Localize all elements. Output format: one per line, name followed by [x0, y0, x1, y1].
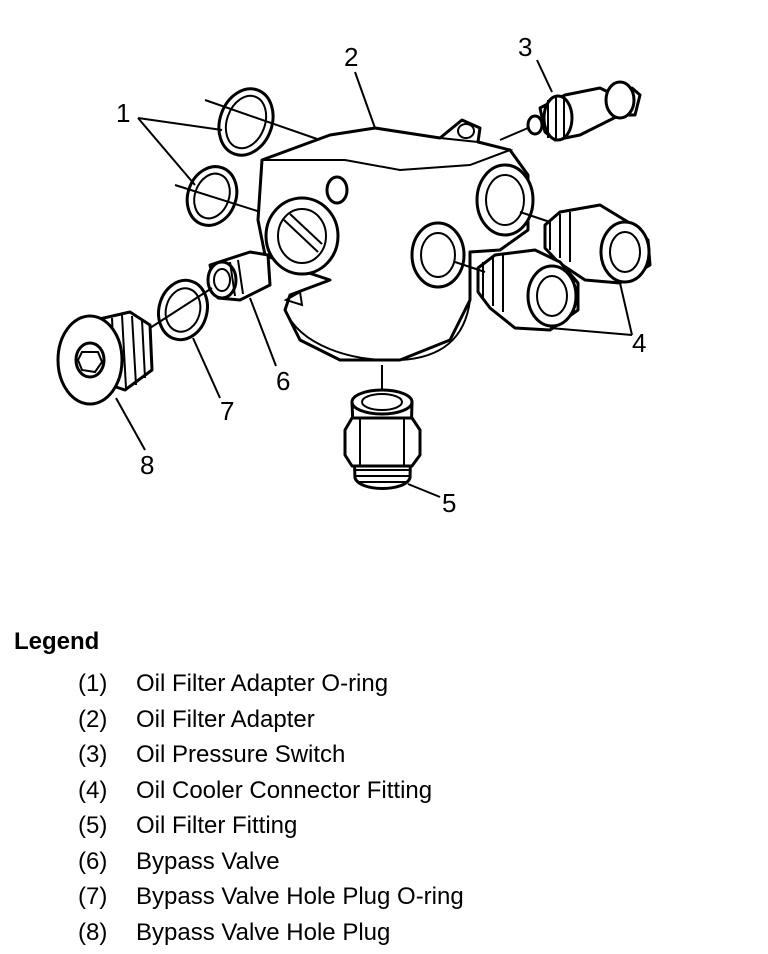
legend-item-label: Bypass Valve	[136, 847, 280, 875]
oil-cooler-fitting-lower	[476, 248, 580, 332]
legend-item: (1) Oil Filter Adapter O-ring	[14, 666, 754, 702]
legend-item-label: Bypass Valve Hole Plug O-ring	[136, 883, 464, 910]
legend-item-number: (1)	[78, 670, 108, 697]
oil-filter-fitting	[343, 365, 422, 490]
legend-title: Legend	[14, 628, 100, 655]
legend-item: (2) Oil Filter Adapter	[14, 702, 754, 738]
legend-item: (4) Oil Cooler Connector Fitting	[14, 773, 754, 809]
exploded-parts-diagram: 1 2 3 4 5 6 7 8	[56, 32, 652, 518]
o-ring-upper	[217, 87, 275, 157]
oil-pressure-switch	[499, 80, 642, 142]
callout-7: 7	[220, 396, 234, 426]
bypass-valve	[206, 250, 272, 302]
legend-item: (6) Bypass Valve	[14, 844, 754, 880]
legend-item-label: Oil Cooler Connector Fitting	[136, 776, 433, 804]
callout-6: 6	[276, 366, 290, 396]
legend-item-number: (3)	[78, 741, 108, 768]
legend-item-label: Oil Filter Adapter O-ring	[136, 670, 389, 697]
legend-item: (3) Oil Pressure Switch	[14, 737, 754, 773]
legend-item-label: Oil Filter Adapter	[136, 705, 315, 733]
legend-item-number: (5)	[78, 812, 108, 839]
bypass-plug-o-ring	[157, 278, 209, 342]
legend-item-number: (4)	[78, 776, 108, 804]
legend-item: (5) Oil Filter Fitting	[14, 808, 754, 844]
callout-1: 1	[116, 98, 130, 128]
axis-line-upper	[204, 99, 321, 141]
oil-cooler-fitting-upper	[543, 203, 652, 285]
legend-item-number: (8)	[78, 918, 108, 946]
legend: Legend (1) Oil Filter Adapter O-ring (2) Oi…	[14, 628, 754, 950]
axis-line-lower	[174, 184, 271, 216]
legend-item-number: (7)	[78, 883, 108, 910]
legend-item-label: Oil Pressure Switch	[136, 741, 346, 768]
legend-item: (8) Bypass Valve Hole Plug	[14, 915, 754, 951]
callout-2: 2	[344, 42, 358, 72]
legend-item-number: (6)	[78, 847, 108, 875]
callout-8: 8	[140, 450, 154, 480]
callout-4: 4	[632, 328, 646, 358]
legend-item-number: (2)	[78, 705, 108, 733]
legend-item-label: Oil Filter Fitting	[136, 812, 298, 839]
callout-5: 5	[442, 488, 456, 518]
legend-item: (7) Bypass Valve Hole Plug O-ring	[14, 879, 754, 915]
callout-3: 3	[518, 32, 532, 62]
leader-lines	[115, 59, 633, 498]
bypass-valve-hole-plug	[56, 310, 154, 406]
legend-item-label: Bypass Valve Hole Plug	[136, 918, 391, 946]
oil-filter-adapter	[256, 118, 535, 362]
legend-list: (1) Oil Filter Adapter O-ring (2) Oil Filte…	[14, 666, 754, 950]
